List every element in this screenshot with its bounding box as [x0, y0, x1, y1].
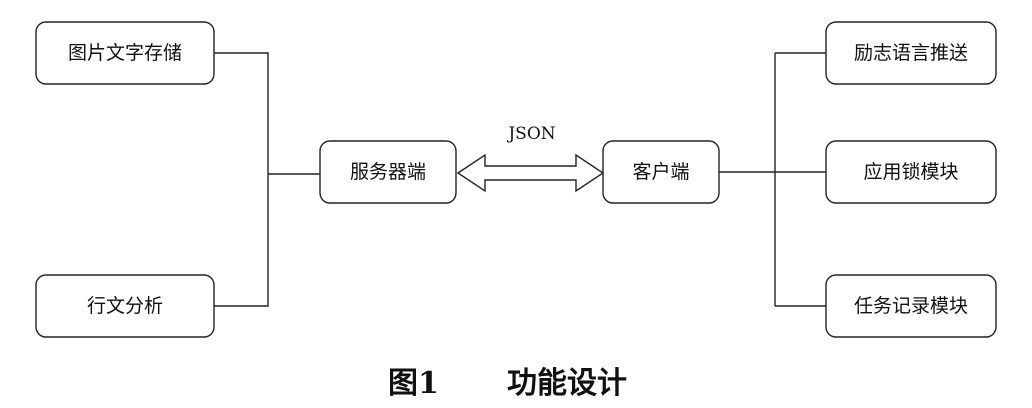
node-image-text-storage: 图片文字存储: [35, 21, 215, 85]
figure-number: 图1: [388, 366, 439, 401]
node-label: 图片文字存储: [68, 42, 182, 64]
node-label: 任务记录模块: [854, 295, 968, 317]
node-task-record-module: 任务记录模块: [825, 274, 997, 338]
function-design-diagram: 图片文字存储 行文分析 服务器端 JSON 客户端 励志语言推送 应用锁模块 任…: [35, 21, 997, 338]
node-client: 客户端: [602, 140, 720, 204]
node-label: 客户端: [632, 161, 689, 183]
node-label: 行文分析: [87, 295, 163, 317]
figure-title: 功能设计: [507, 366, 627, 401]
bidirectional-arrow-icon: [456, 153, 605, 193]
left-bracket-connector: [214, 52, 320, 307]
right-bracket-connector: [719, 52, 826, 307]
node-server: 服务器端: [319, 140, 457, 204]
node-label: 服务器端: [350, 161, 426, 183]
protocol-label: JSON: [506, 124, 555, 144]
node-label: 应用锁模块: [863, 161, 958, 183]
node-label: 励志语言推送: [854, 42, 968, 64]
node-text-analysis: 行文分析: [35, 274, 215, 338]
node-motivational-push: 励志语言推送: [825, 21, 997, 85]
node-app-lock-module: 应用锁模块: [825, 140, 997, 204]
